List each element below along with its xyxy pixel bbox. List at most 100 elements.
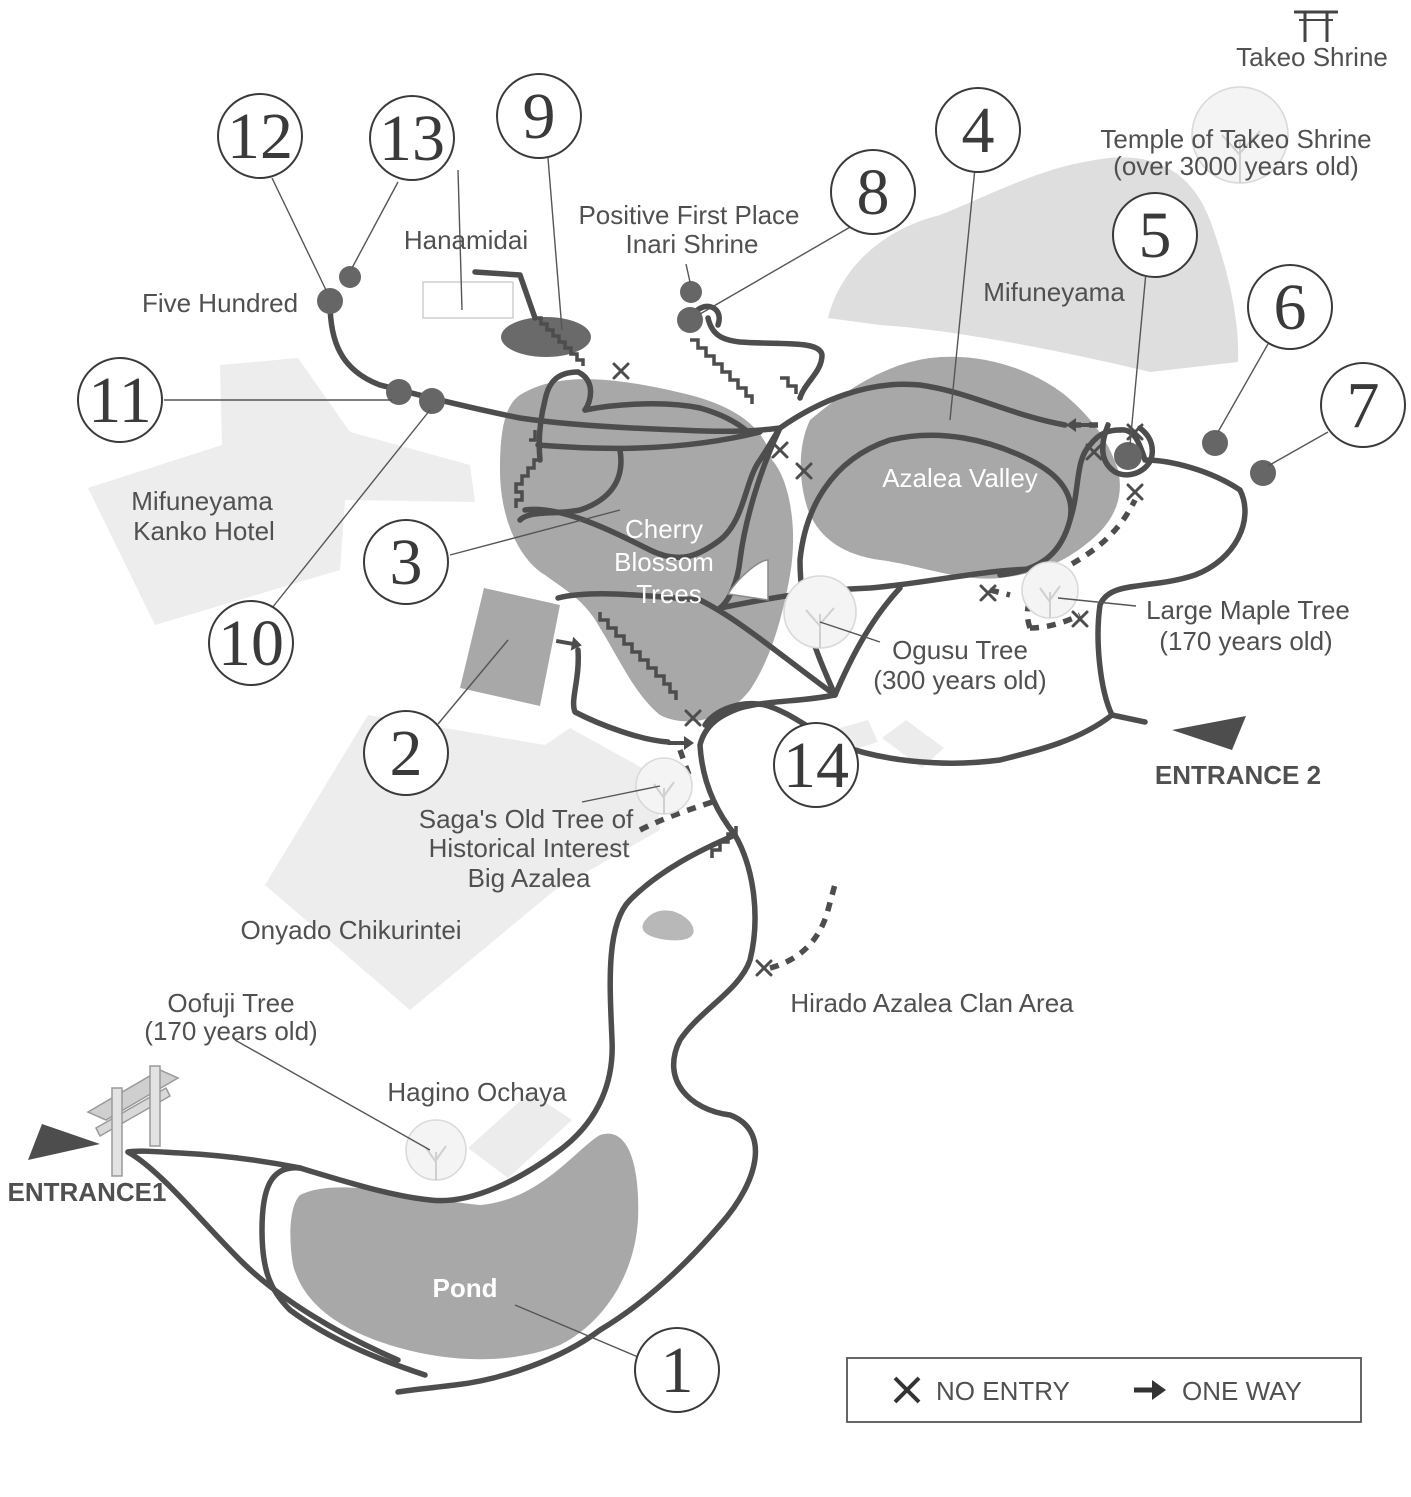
x-mark-10 [755,959,773,977]
building-near-2 [460,588,560,706]
trees [405,86,1289,1181]
one-way-arrow-1 [555,636,582,651]
small-pond [642,910,694,941]
dashed-maple-south [1029,612,1082,631]
ogusu-label-line1: Ogusu Tree [892,635,1028,665]
point-13[interactable]: 13 [369,95,455,181]
point-7[interactable]: 7 [1320,362,1406,448]
dashed-maple-west [989,587,1011,598]
point-8[interactable]: 8 [830,149,916,235]
pond-area [290,1133,639,1360]
takeo-shrine-label: Takeo Shrine [1236,42,1388,72]
path-entrance2 [1109,712,1148,725]
point-14[interactable]: 14 [773,722,859,808]
path-south-west [125,832,738,1204]
one-way-arrow-2 [668,736,694,750]
onyado-building [265,715,660,1010]
marker-6 [1202,430,1228,456]
point-2-label: 2 [390,717,423,790]
one-way-arrow-3 [1066,418,1092,432]
legend: NO ENTRY ONE WAY [846,1357,1362,1423]
temple-label-line2: (over 3000 years old) [1113,151,1359,181]
entrance-arrow-icon [28,1124,100,1160]
marker-12 [317,288,343,314]
x-mark-7 [979,584,997,602]
point-7-label: 7 [1347,369,1380,442]
maple-label-line1: Large Maple Tree [1146,595,1350,625]
hanamidai-building [422,281,514,319]
legend-box [846,1357,1362,1423]
positive-label-line2: Inari Shrine [626,229,759,259]
hotel-label-line1: Mifuneyama [131,486,273,516]
temple-label-line1: Temple of Takeo Shrine [1100,124,1371,154]
hirado-label: Hirado Azalea Clan Area [790,988,1074,1018]
entrance-1-label: ENTRANCE1 [8,1177,167,1207]
legend-no-entry-label: NO ENTRY [936,1376,1070,1406]
point-8-label: 8 [857,156,890,229]
tree-icon [405,1119,467,1181]
x-mark-2 [771,441,789,459]
tree-icon [1191,86,1289,184]
point-2[interactable]: 2 [363,710,449,796]
no-entry-marks [612,362,1144,977]
path-loop-5 [1099,422,1156,478]
hanamidai-label: Hanamidai [404,225,528,255]
point-9[interactable]: 9 [496,73,582,159]
marker-7 [1250,460,1276,486]
point-5-label: 5 [1139,199,1172,272]
ogusu-label-line2: (300 years old) [873,665,1046,695]
path-hanamidai [472,269,538,321]
small-half-circle [726,559,769,601]
hagino-label: Hagino Ochaya [387,1077,567,1107]
point-markers [317,266,1276,486]
one-way-arrows [555,418,1092,750]
sagas-label-line2: Historical Interest [429,833,631,863]
stair-inari-2 [780,376,798,394]
x-mark-9 [684,709,702,727]
point-10[interactable]: 10 [208,600,294,686]
azalea-valley-label: Azalea Valley [882,463,1038,493]
tree-icon [783,575,857,649]
point-1[interactable]: 1 [634,1327,720,1413]
path-azalea-loop [797,432,1074,698]
stair-inari [690,338,754,404]
point-3[interactable]: 3 [363,519,449,605]
path-cherry-loop-4 [522,425,783,561]
dashed-hirado [769,879,839,971]
oofuji-label-line2: (170 years old) [144,1016,317,1046]
marker-5 [1114,442,1142,470]
point-14-label: 14 [783,729,849,802]
x-mark-6 [1126,483,1144,501]
hagino-building [468,1092,572,1178]
point-4[interactable]: 4 [935,87,1021,173]
legend-one-way-label: ONE WAY [1182,1376,1302,1406]
staircases [514,316,798,858]
mifuneyama-label: Mifuneyama [983,277,1125,307]
path-north-main [327,299,1068,435]
point-12[interactable]: 12 [217,93,303,179]
path-cherry-west-2 [575,369,594,413]
marker-13 [339,266,361,288]
entrance-2-label: ENTRANCE 2 [1155,760,1321,790]
point-6[interactable]: 6 [1247,264,1333,350]
walking-paths [125,269,1248,1395]
point-12-label: 12 [227,100,293,173]
azalea-valley-area [800,356,1120,579]
point-5[interactable]: 5 [1112,192,1198,278]
cherry-label-line1: Cherry [625,514,703,544]
path-azalea-east [1067,427,1123,523]
pond-label: Pond [433,1273,498,1303]
path-junction-14 [697,692,838,838]
stair-14-south [710,826,738,858]
marker-11 [386,379,412,405]
marker-8 [677,307,703,333]
point-11[interactable]: 11 [77,357,163,443]
sagas-label-line3: Big Azalea [468,863,591,893]
entrance-arrow-icon [1172,716,1246,750]
point-9-label: 9 [523,80,556,153]
tree-icon [1021,561,1079,619]
path-cherry-loop-2 [582,401,751,435]
torii-gate-3d-icon [86,1065,180,1177]
path-ogusu-loop [832,585,903,698]
